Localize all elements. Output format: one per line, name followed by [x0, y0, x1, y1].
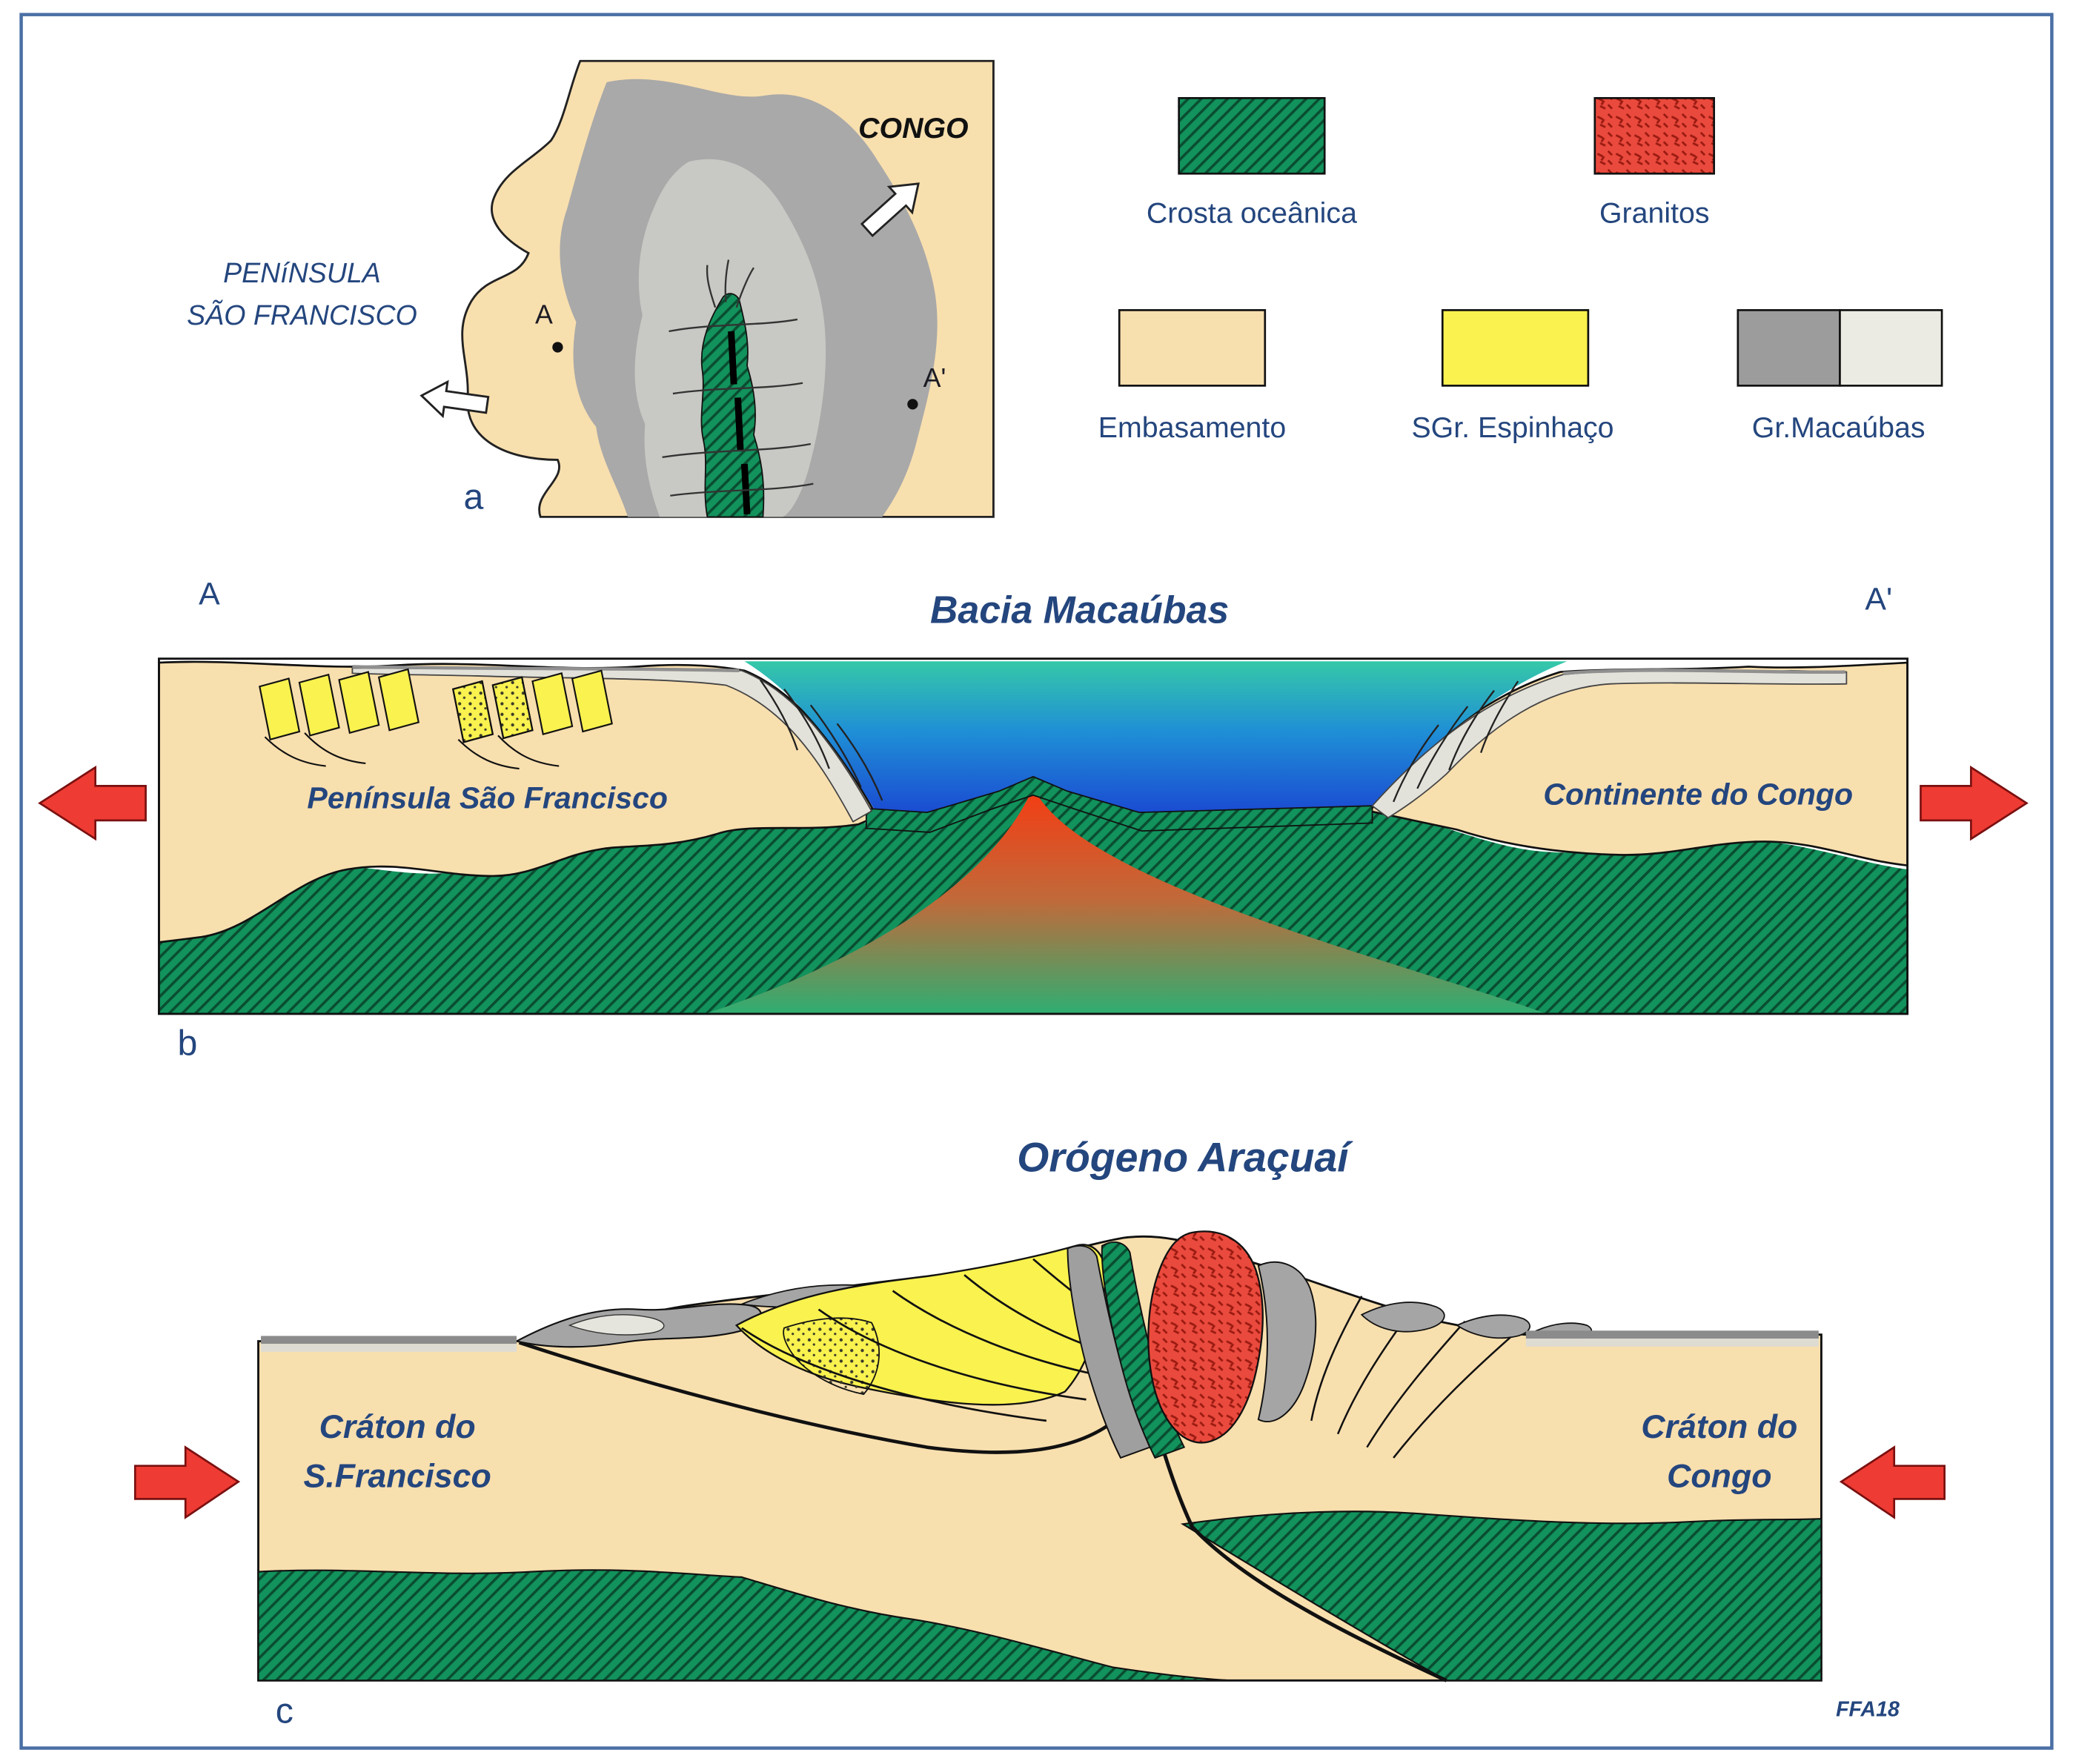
- macaubas-drape-left-topline: [352, 665, 740, 673]
- legend-label-espinhaco: SGr. Espinhaço: [1411, 411, 1613, 444]
- legend-label-macaubas: Gr.Macaúbas: [1752, 411, 1926, 444]
- panel-b-section: A A' Bacia Macaúbas: [38, 576, 2029, 1063]
- panel-a-letter: a: [464, 477, 484, 517]
- label-craton-sf-line2: S.Francisco: [304, 1458, 491, 1494]
- panel-c-letter: c: [276, 1691, 293, 1731]
- macaubas-sliver-right-of-granite: [1257, 1261, 1317, 1422]
- continental-block-left: [158, 660, 879, 944]
- panel-b-letter: b: [177, 1023, 197, 1063]
- rift-fault-lines: [662, 259, 814, 497]
- espinhaco-stipple-patch: [783, 1317, 880, 1396]
- section-b-marker-a: A: [199, 576, 220, 611]
- mantle-left-band: [257, 1569, 1233, 1682]
- label-craton-congo-line1: Cráton do: [1641, 1409, 1797, 1445]
- espinhaco-rift-blocks: [259, 668, 613, 743]
- thrust-faults-right-fan: [1310, 1296, 1519, 1459]
- surface-strata-right-dark: [1525, 1330, 1819, 1339]
- surface-strata-left-dark: [261, 1336, 517, 1344]
- extension-arrow-ne-icon: [860, 182, 920, 238]
- peninsula-label-line2: SÃO FRANCISCO: [187, 299, 417, 331]
- convergence-arrow-right-icon: [1839, 1445, 1946, 1519]
- author-signature: FFA18: [1836, 1698, 1900, 1722]
- granite-pluton: [1147, 1230, 1264, 1444]
- legend-label-granites: Granitos: [1599, 196, 1710, 229]
- macaubas-drape-right-topline: [1562, 669, 1845, 675]
- convergence-arrow-left-icon: [133, 1445, 241, 1519]
- surface-strata-right-light: [1525, 1339, 1819, 1347]
- map-point-a: [552, 342, 563, 353]
- divergence-arrow-left-icon: [38, 765, 147, 841]
- map-marker-a-prime: A': [923, 363, 946, 393]
- divergence-arrow-right-icon: [1920, 765, 2029, 841]
- macaubas-fold-left-light: [568, 1314, 665, 1336]
- legend: Crosta oceânica Granitos Embasamento SGr…: [1098, 96, 1943, 444]
- panel-b-title: Bacia Macaúbas: [930, 588, 1229, 631]
- peninsula-label-line1: PENíNSULA: [223, 257, 381, 288]
- mantle-right-wedge: [1180, 1511, 1822, 1682]
- legend-label-basement: Embasamento: [1098, 411, 1286, 444]
- legend-swatch-basement: [1118, 309, 1267, 387]
- label-craton-congo-line2: Congo: [1667, 1458, 1771, 1494]
- asthenosphere-plume: [704, 787, 1548, 1014]
- map-congo-label: CONGO: [858, 112, 968, 145]
- oceanic-crust-ridge: [865, 775, 1373, 833]
- legend-swatch-macaubas-dark: [1737, 309, 1841, 387]
- legend-swatch-granites: [1593, 96, 1716, 175]
- rift-axis-segments: [728, 331, 751, 515]
- basal-detachment-fault: [518, 1341, 1130, 1454]
- section-b-marker-a-prime: A': [1865, 582, 1892, 617]
- rift-block-faults: [264, 732, 560, 770]
- legend-label-oceanic-crust: Crosta oceânica: [1147, 196, 1357, 229]
- label-craton-sf-line1: Cráton do: [319, 1409, 476, 1445]
- panel-a-map: CONGO A A' PENíNSULA SÃO FRANCISCO a: [187, 59, 995, 518]
- label-continente-congo: Continente do Congo: [1543, 777, 1853, 811]
- surface-strata-left-light: [261, 1344, 517, 1352]
- panel-c-title: Orógeno Araçuaí: [1017, 1135, 1353, 1181]
- map-point-a-prime: [907, 399, 918, 410]
- legend-swatch-espinhaco: [1441, 309, 1590, 387]
- panel-c-section: Orógeno Araçuaí: [133, 1135, 1946, 1731]
- legend-swatch-oceanic-crust: [1178, 96, 1326, 175]
- extension-arrow-w-icon: [419, 379, 490, 419]
- slope-normal-faults-right: [1393, 680, 1519, 803]
- label-peninsula-sf: Península São Francisco: [307, 781, 668, 815]
- ocean-basin-water: [744, 661, 1568, 818]
- legend-swatch-macaubas-light: [1839, 309, 1943, 387]
- map-marker-a: A: [535, 299, 553, 329]
- macaubas-drape-left: [351, 667, 873, 823]
- section-b-border: [158, 657, 1909, 1015]
- slope-normal-faults-left: [759, 679, 883, 801]
- macaubas-drape-right: [1371, 669, 1848, 819]
